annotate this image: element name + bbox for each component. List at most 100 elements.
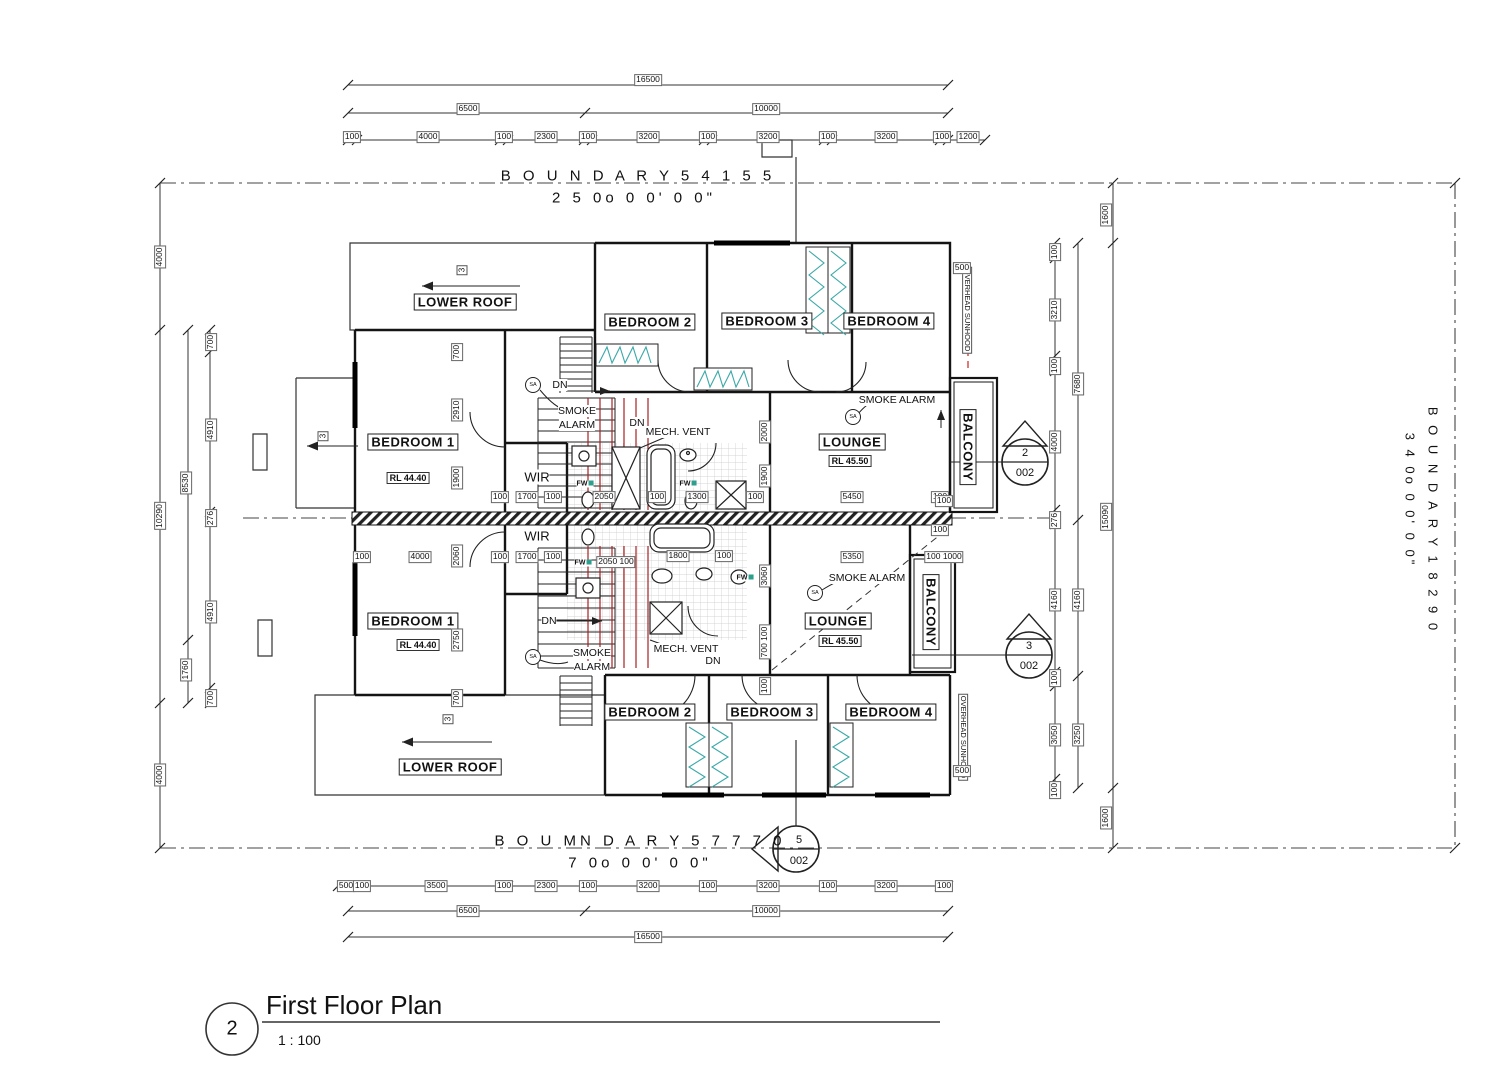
dim-total-label: 16500 xyxy=(634,74,662,86)
dim-label: 2300 xyxy=(534,880,558,892)
dim-label: 276 xyxy=(205,508,217,528)
fw-marker: FW xyxy=(736,574,754,582)
fw-marker: FW xyxy=(679,480,697,488)
annotation-smoke: SMOKE xyxy=(573,647,611,659)
section-marker-sheet: 002 xyxy=(1019,660,1039,672)
dim-label: 700 xyxy=(205,688,217,708)
dim-label: 2050 xyxy=(592,491,616,503)
dim-label: 700 xyxy=(451,342,463,362)
annotation-overhead-sunhood: OVERHEAD SUNHOOD xyxy=(961,266,973,354)
dim-label: 5450 xyxy=(840,491,864,503)
dim-label: 3200 xyxy=(874,880,898,892)
room-label-balcony-lower: BALCONY xyxy=(922,574,940,650)
walls xyxy=(353,241,952,797)
dim-label: 100 xyxy=(352,551,372,563)
dim-label: 100 xyxy=(932,131,952,143)
dim-label: 2750 xyxy=(451,628,463,652)
dim-label: 100 xyxy=(818,131,838,143)
dim-label: 4000 xyxy=(416,131,440,143)
dim-label: 100 xyxy=(698,131,718,143)
dim-label: 4000 xyxy=(154,245,166,269)
dim-label: 6500 xyxy=(456,905,480,917)
robes xyxy=(595,246,854,788)
dim-label: 3200 xyxy=(756,131,780,143)
title-block-lines xyxy=(205,1002,940,1056)
fw-marker: FW xyxy=(576,480,594,488)
dim-label: 100 xyxy=(543,551,563,563)
section-marker-number: 5 xyxy=(795,834,803,846)
annotation-mech-vent: MECH. VENT xyxy=(645,426,711,438)
dim-label: 100 xyxy=(578,131,598,143)
dim-label: 4160 xyxy=(1049,588,1061,612)
dim-label: 3200 xyxy=(874,131,898,143)
dim-total-label: 16500 xyxy=(634,931,662,943)
smoke-alarm-icon: SA xyxy=(807,585,823,601)
dim-label: 3250 xyxy=(1072,723,1084,747)
room-label-bedroom2-upper: BEDROOM 2 xyxy=(604,313,696,331)
dim-label: 3060 xyxy=(759,564,771,588)
boundary-right-angle: 3 4 0o 0 0' 0 0" xyxy=(1402,432,1418,568)
bathroom-fixtures xyxy=(571,444,748,635)
dim-label: 1300 xyxy=(685,491,709,503)
dim-label: 3200 xyxy=(636,131,660,143)
dim-label: 100 xyxy=(698,880,718,892)
annotation-dn: DN xyxy=(552,379,568,391)
section-marker-number: 3 xyxy=(1025,640,1033,652)
dim-label: 100 1000 xyxy=(924,551,964,563)
drawing-number: 2 xyxy=(226,1017,238,1040)
dim-label: 100 xyxy=(930,524,950,536)
balconies xyxy=(908,376,999,674)
dim-label: 100 xyxy=(342,131,362,143)
roof-slope-tag: 3 xyxy=(317,430,329,442)
dim-label: 100 xyxy=(490,491,510,503)
boundary-lines xyxy=(160,182,1456,849)
dim-label: 1200 xyxy=(956,131,980,143)
dim-label: 4000 xyxy=(408,551,432,563)
dimension-ticks xyxy=(154,79,1461,943)
dim-label: 4910 xyxy=(205,600,217,624)
dim-label: 6500 xyxy=(456,103,480,115)
party-wall-hatch xyxy=(351,511,953,526)
room-label-lounge-lower: LOUNGE xyxy=(804,612,872,630)
boundary-top-angle: 2 5 0o 0 0' 0 0" xyxy=(552,189,716,207)
section-marker-number: 2 xyxy=(1021,447,1029,459)
dim-label: 100 xyxy=(1049,668,1061,688)
dim-label: 10000 xyxy=(752,905,780,917)
annotation-alarm: ALARM xyxy=(558,419,596,431)
annotation-dn: DN xyxy=(705,655,721,667)
level-label: RL 45.50 xyxy=(818,635,862,647)
dim-label: 3050 xyxy=(1049,723,1061,747)
dim-label: 7680 xyxy=(1072,372,1084,396)
boundary-bottom-label: B O U MN D A R Y 5 7 7 7 0 xyxy=(494,832,786,850)
room-label-lower-roof-bottom: LOWER ROOF xyxy=(398,758,502,776)
room-label-bedroom1-upper: BEDROOM 1 xyxy=(367,433,459,451)
roof-slope-tag: 3 xyxy=(442,713,454,725)
annotation-alarm: ALARM xyxy=(573,661,611,673)
dim-label: 3200 xyxy=(636,880,660,892)
smoke-alarm-icon: SA xyxy=(525,377,541,393)
room-label-wir-upper: WIR xyxy=(524,469,550,485)
annotation-smoke: SMOKE xyxy=(558,405,596,417)
page-title: First Floor Plan xyxy=(266,990,443,1020)
level-label: RL 44.40 xyxy=(386,472,430,484)
dim-label: 1760 xyxy=(180,658,192,682)
dim-label: 100 xyxy=(759,676,771,696)
dim-label: 100 xyxy=(494,131,514,143)
dim-label: 5350 xyxy=(840,551,864,563)
dim-label: 2300 xyxy=(534,131,558,143)
dim-label: 1900 xyxy=(451,466,463,490)
dim-label: 1700 xyxy=(515,551,539,563)
windows xyxy=(352,240,930,798)
dim-label: 4000 xyxy=(1049,430,1061,454)
boundary-bottom-angle: 7 0o 0 0' 0 0" xyxy=(568,854,712,872)
dim-label: 2060 xyxy=(451,544,463,568)
annotation-dn: DN xyxy=(541,615,557,627)
dim-label: 1600 xyxy=(1100,203,1112,227)
dim-label: 100 xyxy=(352,880,372,892)
dim-label: 4000 xyxy=(154,763,166,787)
level-label: RL 44.40 xyxy=(396,639,440,651)
room-label-bedroom4-lower: BEDROOM 4 xyxy=(845,703,937,721)
dim-label: 100 xyxy=(714,550,734,562)
